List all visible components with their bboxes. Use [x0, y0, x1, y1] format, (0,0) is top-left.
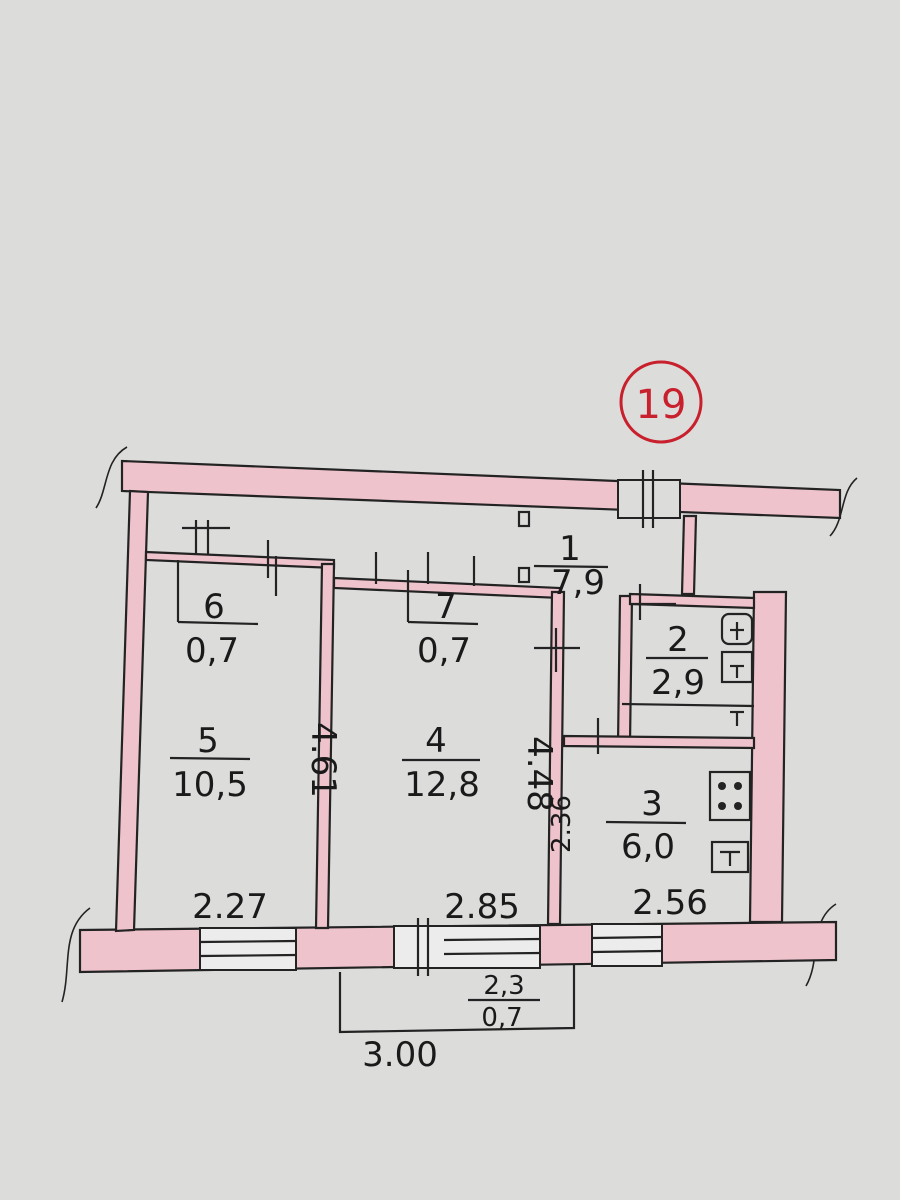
stamp-circle — [619, 360, 703, 444]
dim-room3-width: 2.56 — [632, 883, 708, 923]
kitchen-sink-fixture — [710, 840, 750, 874]
break-line-top-left — [95, 446, 128, 509]
balcony-area: 0,7 — [481, 1003, 522, 1033]
break-line-bottom-left — [61, 907, 91, 1003]
vent-hall — [517, 510, 531, 528]
room-7-area: 0,7 — [417, 631, 471, 671]
break-line-top-right — [829, 477, 858, 537]
wall-closet6-top — [144, 550, 336, 570]
room-4-area: 12,8 — [404, 765, 480, 805]
room-4-number: 4 — [425, 721, 447, 761]
room-2-number: 2 — [667, 620, 689, 660]
apartment-number: 19 — [636, 382, 687, 428]
wall-room5-room4 — [314, 562, 336, 930]
room-1-number: 1 — [559, 529, 581, 569]
balcony-number: 2,3 — [483, 971, 524, 1001]
wall-bathroom-left — [616, 594, 634, 746]
room-2-area: 2,9 — [651, 663, 705, 703]
room-7-number: 7 — [435, 587, 457, 627]
room-1-area: 7,9 — [551, 563, 605, 603]
room-4-label: 4 12,8 — [402, 721, 480, 805]
balcony-outline — [338, 964, 576, 1034]
room-6-number: 6 — [203, 587, 225, 627]
room-6-area: 0,7 — [185, 631, 239, 671]
room-5-label: 5 10,5 — [169, 721, 251, 805]
room-3-area: 6,0 — [621, 827, 675, 867]
dim-room5-width: 2.27 — [192, 887, 268, 927]
stove-fixture — [708, 770, 752, 822]
window-room5 — [199, 927, 297, 971]
room-1-label: 1 7,9 — [533, 529, 609, 603]
window-room3 — [591, 923, 663, 967]
bathtub-fixture — [720, 612, 754, 646]
left-exterior-wall — [114, 489, 150, 933]
dim-balcony-length: 3.00 — [362, 1035, 438, 1075]
wall-bathroom-top — [628, 592, 756, 610]
balcony-door — [393, 918, 541, 976]
room-6-label: 6 0,7 — [185, 587, 239, 671]
top-exterior-wall — [120, 459, 842, 520]
dim-room4-width: 2.85 — [444, 887, 520, 927]
door-marks — [176, 520, 755, 754]
room-3-number: 3 — [641, 784, 663, 824]
room-2-label: 2 2,9 — [646, 620, 708, 703]
room-5-area: 10,5 — [172, 765, 248, 805]
room-7-label: 7 0,7 — [417, 587, 471, 671]
apartment-number-stamp: 19 — [619, 360, 703, 444]
vent-room4 — [517, 566, 531, 584]
entrance-door — [617, 470, 681, 528]
balcony-label: 2,3 0,7 — [468, 971, 540, 1033]
dim-room3-depth: 2.36 — [547, 795, 577, 853]
sink-fixture — [730, 710, 744, 726]
room-5-number: 5 — [197, 721, 219, 761]
toilet-fixture — [720, 650, 754, 684]
dim-room4-depth: 4.48 — [519, 736, 559, 812]
right-exterior-wall — [748, 590, 788, 924]
wall-hall-bath-stub — [680, 514, 698, 596]
wall-bathroom-bottom — [562, 734, 756, 750]
wall-room4-room3 — [546, 590, 566, 926]
room-3-label: 3 6,0 — [605, 784, 687, 867]
dim-room5-depth: 4.61 — [303, 722, 343, 798]
